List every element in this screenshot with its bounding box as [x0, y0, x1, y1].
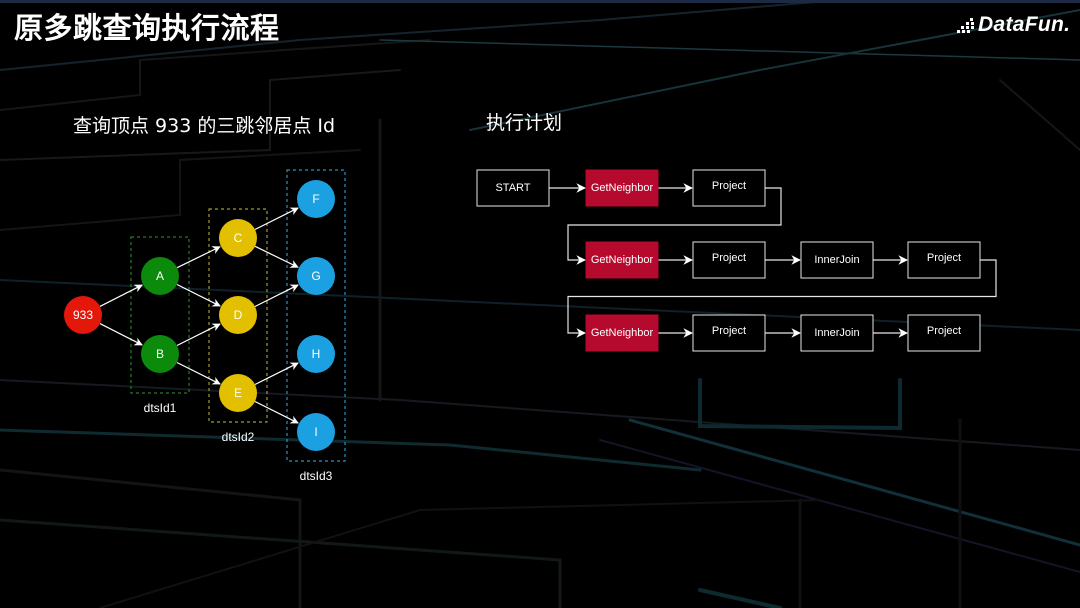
node-circle-B — [141, 335, 179, 373]
group-box-dtsId1 — [130, 236, 190, 394]
group-label-dtsId3: dtsId3 — [300, 469, 333, 483]
plan-op-box — [800, 241, 874, 279]
node-label-A: A — [156, 269, 164, 283]
edge-A-C — [176, 246, 221, 269]
node-label-D: D — [234, 308, 243, 322]
plan-op-project-r3: Project — [907, 314, 981, 352]
plan-op-project-r2: Project — [907, 241, 981, 279]
plan-op-box — [907, 314, 981, 352]
plan-wrap-connector-1 — [567, 187, 782, 265]
plan-op-box — [585, 169, 659, 207]
plan-heading: 执行计划 — [486, 112, 563, 134]
plan-op-getneighbor-r2: GetNeighbor — [585, 241, 659, 279]
edge-C-F — [254, 207, 299, 231]
plan-op-label: Project — [712, 180, 746, 192]
node-F: F — [297, 180, 335, 218]
node-circle-F — [297, 180, 335, 218]
node-label-C: C — [234, 231, 243, 245]
edge-B-E — [176, 361, 221, 385]
plan-op-label: GetNeighbor — [591, 327, 654, 339]
datafun-logo: DataFun. — [956, 12, 1070, 38]
plan-op-getneighbor-r1: GetNeighbor — [585, 169, 659, 207]
node-C: C — [219, 219, 257, 257]
node-I: I — [297, 413, 335, 451]
edge-C-G — [254, 245, 299, 268]
group-label-dtsId2: dtsId2 — [222, 430, 255, 444]
group-box-dtsId3 — [286, 169, 346, 462]
logo-text: DataFun. — [978, 13, 1071, 36]
edge-D-G — [254, 284, 299, 308]
top-accent-bar — [0, 0, 1080, 3]
plan-op-innerjoin-r3: InnerJoin — [800, 314, 874, 352]
plan-op-label: InnerJoin — [814, 327, 859, 339]
plan-wrap-connector-2 — [567, 259, 997, 338]
node-label-H: H — [312, 347, 321, 361]
edge-933-A — [99, 284, 143, 307]
plan-op-project-r1: Project — [692, 169, 766, 207]
plan-op-label: Project — [927, 325, 961, 337]
edge-E-I — [254, 400, 299, 424]
edge-933-B — [99, 323, 143, 346]
group-box-dtsId2 — [208, 208, 268, 423]
plan-op-label: GetNeighbor — [591, 254, 654, 266]
node-D: D — [219, 296, 257, 334]
node-circle-A — [141, 257, 179, 295]
node-H: H — [297, 335, 335, 373]
plan-op-label: Project — [927, 252, 961, 264]
plan-op-box — [692, 314, 766, 352]
plan-op-project-r3: Project — [692, 314, 766, 352]
group-label-dtsId1: dtsId1 — [144, 401, 177, 415]
plan-op-box — [585, 314, 659, 352]
node-circle-H — [297, 335, 335, 373]
node-E: E — [219, 374, 257, 412]
plan-op-box — [692, 241, 766, 279]
plan-op-label: START — [495, 182, 530, 194]
node-G: G — [297, 257, 335, 295]
logo-dots-icon — [956, 16, 976, 34]
plan-op-label: GetNeighbor — [591, 182, 654, 194]
node-label-G: G — [311, 269, 320, 283]
plan-op-start-r1: START — [476, 169, 550, 207]
node-circle-933 — [64, 296, 102, 334]
node-A: A — [141, 257, 179, 295]
plan-op-box — [907, 241, 981, 279]
plan-op-label: InnerJoin — [814, 254, 859, 266]
node-circle-C — [219, 219, 257, 257]
edge-A-D — [176, 283, 221, 307]
node-B: B — [141, 335, 179, 373]
plan-op-box — [585, 241, 659, 279]
plan-op-box — [476, 169, 550, 207]
plan-op-box — [800, 314, 874, 352]
plan-op-project-r2: Project — [692, 241, 766, 279]
plan-op-label: Project — [712, 325, 746, 337]
node-label-E: E — [234, 386, 242, 400]
node-label-I: I — [314, 425, 317, 439]
edge-E-H — [254, 362, 299, 386]
graph-heading: 查询顶点 933 的三跳邻居点 Id — [73, 115, 336, 137]
node-label-B: B — [156, 347, 164, 361]
slide-title: 原多跳查询执行流程 — [14, 11, 280, 45]
node-label-F: F — [312, 192, 319, 206]
node-circle-I — [297, 413, 335, 451]
plan-op-box — [692, 169, 766, 207]
node-circle-G — [297, 257, 335, 295]
node-circle-E — [219, 374, 257, 412]
node-circle-D — [219, 296, 257, 334]
plan-op-label: Project — [712, 252, 746, 264]
node-933: 933 — [64, 296, 102, 334]
plan-op-innerjoin-r2: InnerJoin — [800, 241, 874, 279]
plan-op-getneighbor-r3: GetNeighbor — [585, 314, 659, 352]
node-label-933: 933 — [73, 308, 93, 322]
edge-B-D — [176, 323, 221, 347]
